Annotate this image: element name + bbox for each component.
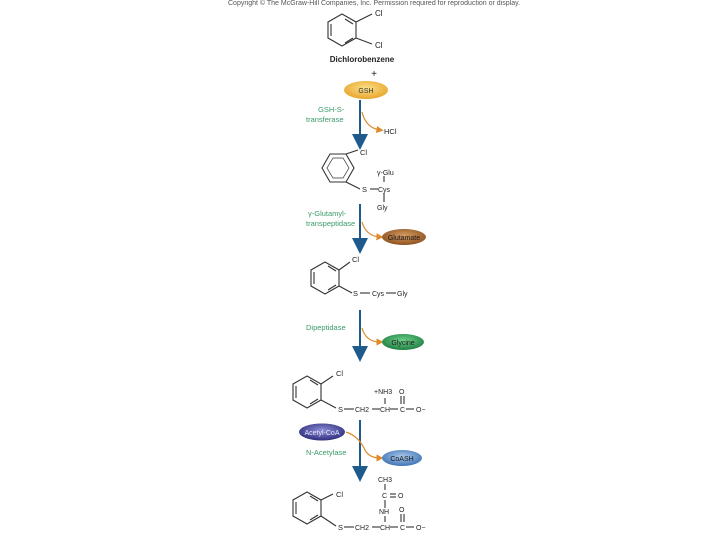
byproduct-hcl: HCl [384,127,397,136]
conjugate4-o-minus: O− [416,525,426,532]
conjugate2-structure [310,261,396,295]
conjugate3-o-minus: O− [416,407,426,414]
conjugate4-ch2: CH2 [355,525,369,532]
byproduct-glutamate: Glutamate [388,235,420,242]
conjugate3-structure [292,375,414,410]
enzyme-gamma-glutamyl-transpeptidase-line2: transpeptidase [306,219,355,228]
side-arrow-glycine [361,327,384,346]
conjugate4-structure [292,484,414,528]
conjugate2-cys: Cys [372,291,385,298]
glutamate-pill [382,229,426,245]
conjugate1-gly: Gly [377,205,388,212]
conjugate4-c: C [400,525,405,532]
conjugate4-c-acyl: C [382,493,387,500]
copyright-notice: Copyright © The McGraw-Hill Companies, I… [228,0,521,7]
enzyme-gsh-s-transferase-line2: transferase [306,115,344,124]
conjugate2-s: S [353,289,358,298]
coash-pill [382,450,422,466]
conjugate1-glu: γ-Glu [377,170,394,177]
gsh-reagent-pill [344,81,388,99]
enzyme-n-acetylase: N-Acetylase [306,448,346,457]
dichlorobenzene-cl-bottom: Cl [375,41,383,50]
enzyme-dipeptidase: Dipeptidase [306,323,346,332]
dichlorobenzene-cl-top: Cl [375,9,383,18]
conjugate2-gly: Gly [397,291,408,298]
plus-sign: + [371,69,377,80]
conjugate1-s: S [362,185,367,194]
conjugate4-nh: NH [379,509,389,516]
conjugate3-ch2: CH2 [355,407,369,414]
glycine-pill [382,334,424,350]
conjugate1-cl: Cl [360,148,367,157]
acetylcoa-pill [299,423,345,441]
conjugate4-o-acyl: O [398,493,404,500]
conjugate3-cl: Cl [336,369,343,378]
conjugate4-s: S [338,523,343,532]
conjugate4-cl: Cl [336,490,343,499]
acetylcoa-label: Acetyl-CoA [304,430,339,437]
dichlorobenzene-structure [327,13,373,47]
conjugate3-s: S [338,405,343,414]
conjugate3-ch: CH [380,407,390,414]
byproduct-glycine: Glycine [391,340,414,347]
side-arrow-glutamate [361,221,384,241]
enzyme-gsh-s-transferase-line1: GSH-S- [318,105,345,114]
conjugate2-cl: Cl [352,255,359,264]
conjugate4-ch: CH [380,525,390,532]
side-arrow-hcl [361,111,384,134]
conjugate3-o: O [399,389,405,396]
enzyme-gamma-glutamyl-transpeptidase-line1: γ-Glutamyl- [308,209,347,218]
conjugate4-o: O [399,507,405,514]
gsh-label: GSH [358,88,373,95]
conjugate4-ch3: CH3 [378,477,392,484]
side-arrow-acetylcoa [345,431,384,462]
conjugate3-nh3: +NH3 [374,389,392,396]
byproduct-coash: CoASH [390,456,413,463]
conjugate1-structure [321,149,385,202]
conjugate3-c: C [400,407,405,414]
dichlorobenzene-label: Dichlorobenzene [330,55,395,64]
conjugate1-cys: Cys [378,187,391,194]
